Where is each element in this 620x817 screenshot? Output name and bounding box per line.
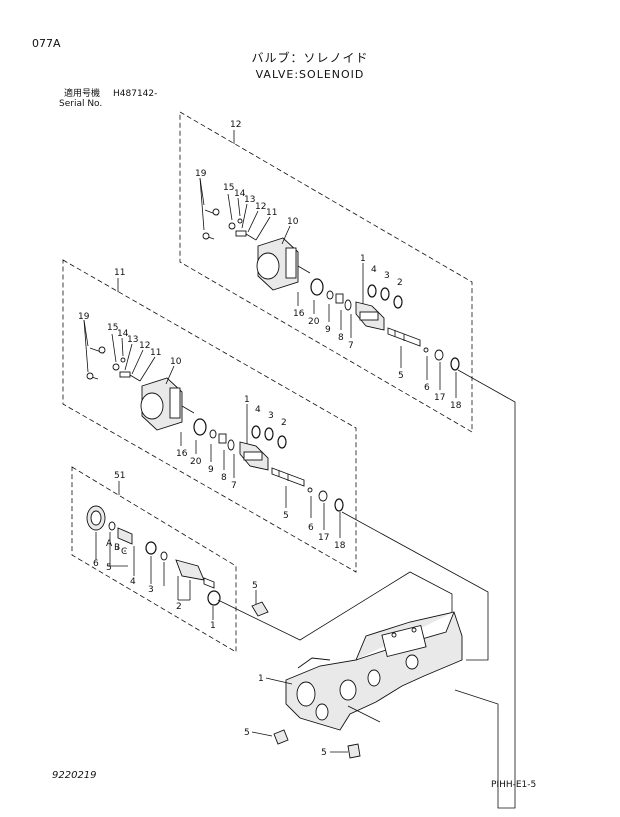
callout-label: 12	[255, 202, 266, 212]
callout-label: 19	[78, 312, 90, 322]
callout-label: C	[121, 547, 127, 557]
callout-label: 11	[114, 268, 125, 278]
callout-label: 9	[325, 325, 331, 335]
callout-label: 17	[318, 533, 329, 543]
callout-label: 5	[106, 563, 112, 573]
callout-label: 2	[176, 602, 182, 612]
callout-label: 2	[397, 278, 403, 288]
callout-label: 11	[150, 348, 161, 358]
callout-label: 5	[283, 511, 289, 521]
callout-label: 9	[208, 465, 214, 475]
title-english: VALVE:SOLENOID	[255, 68, 365, 81]
callout-label: 3	[268, 411, 274, 421]
bottom-valve-assembly	[86, 505, 269, 620]
callout-label: 20	[190, 457, 202, 467]
route-top-to-body	[454, 369, 516, 809]
callout-label: 8	[221, 473, 227, 483]
callout-label: 10	[170, 357, 182, 367]
callout-label: 20	[308, 317, 320, 327]
group-51-boundary	[71, 466, 237, 653]
callout-label: 12	[230, 120, 241, 130]
route-bottom-to-body	[217, 571, 453, 641]
callout-label: 1	[244, 395, 250, 405]
callout-label: 51	[114, 471, 125, 481]
callout-labels: 12 19 15 14 13 12 11 10 1 4 3 2 16 20 9 …	[78, 120, 462, 758]
callout-label: 10	[287, 217, 299, 227]
callout-label: 15	[107, 323, 118, 333]
route-mid-to-body	[341, 511, 489, 661]
callout-label: 4	[130, 577, 136, 587]
group-11-boundary	[62, 259, 357, 573]
callout-label: 7	[231, 481, 237, 491]
callout-label: 1	[258, 674, 264, 684]
valve-body	[251, 611, 463, 759]
group-12-boundary	[179, 111, 473, 433]
callout-label: 1	[210, 621, 216, 631]
serial-number: H487142-	[113, 89, 158, 99]
callout-label: 5	[398, 371, 404, 381]
title-japanese: バルブ：ソレノイド	[251, 51, 369, 65]
serial-label-english: Serial No.	[59, 99, 103, 109]
callout-label: 13	[244, 195, 255, 205]
callout-label: 16	[176, 449, 188, 459]
callout-label: 19	[195, 169, 207, 179]
middle-solenoid-assembly	[83, 319, 344, 538]
callout-label: 5	[321, 748, 327, 758]
callout-label: 16	[293, 309, 305, 319]
callout-label: 18	[450, 401, 462, 411]
callout-label: 14	[117, 329, 129, 339]
serial-label-japanese: 適用号機	[64, 89, 101, 99]
page-reference: PIHH-E1-5	[491, 780, 537, 790]
callout-label: 6	[424, 383, 430, 393]
callout-label: 7	[348, 341, 354, 351]
callout-label: 5	[244, 728, 250, 738]
callout-label: 18	[334, 541, 346, 551]
callout-label: 5	[252, 581, 258, 591]
callout-label: 13	[127, 335, 138, 345]
callout-label: 4	[371, 265, 377, 275]
callout-label: 14	[234, 189, 246, 199]
top-solenoid-assembly	[199, 177, 460, 398]
callout-label: 3	[384, 271, 390, 281]
callout-label: 12	[139, 341, 150, 351]
callout-label: A	[106, 539, 113, 549]
page-code: 077A	[32, 37, 61, 50]
callout-label: 4	[255, 405, 261, 415]
callout-label: 17	[434, 393, 445, 403]
callout-label: 6	[93, 559, 99, 569]
callout-label: 15	[223, 183, 234, 193]
document-id: 9220219	[52, 770, 97, 781]
callout-label: 2	[281, 418, 287, 428]
callout-label: 6	[308, 523, 314, 533]
callout-label: 11	[266, 208, 277, 218]
callout-label: 1	[360, 254, 366, 264]
callout-label: 8	[338, 333, 344, 343]
callout-label: 3	[148, 585, 154, 595]
callout-label: B	[114, 543, 120, 553]
